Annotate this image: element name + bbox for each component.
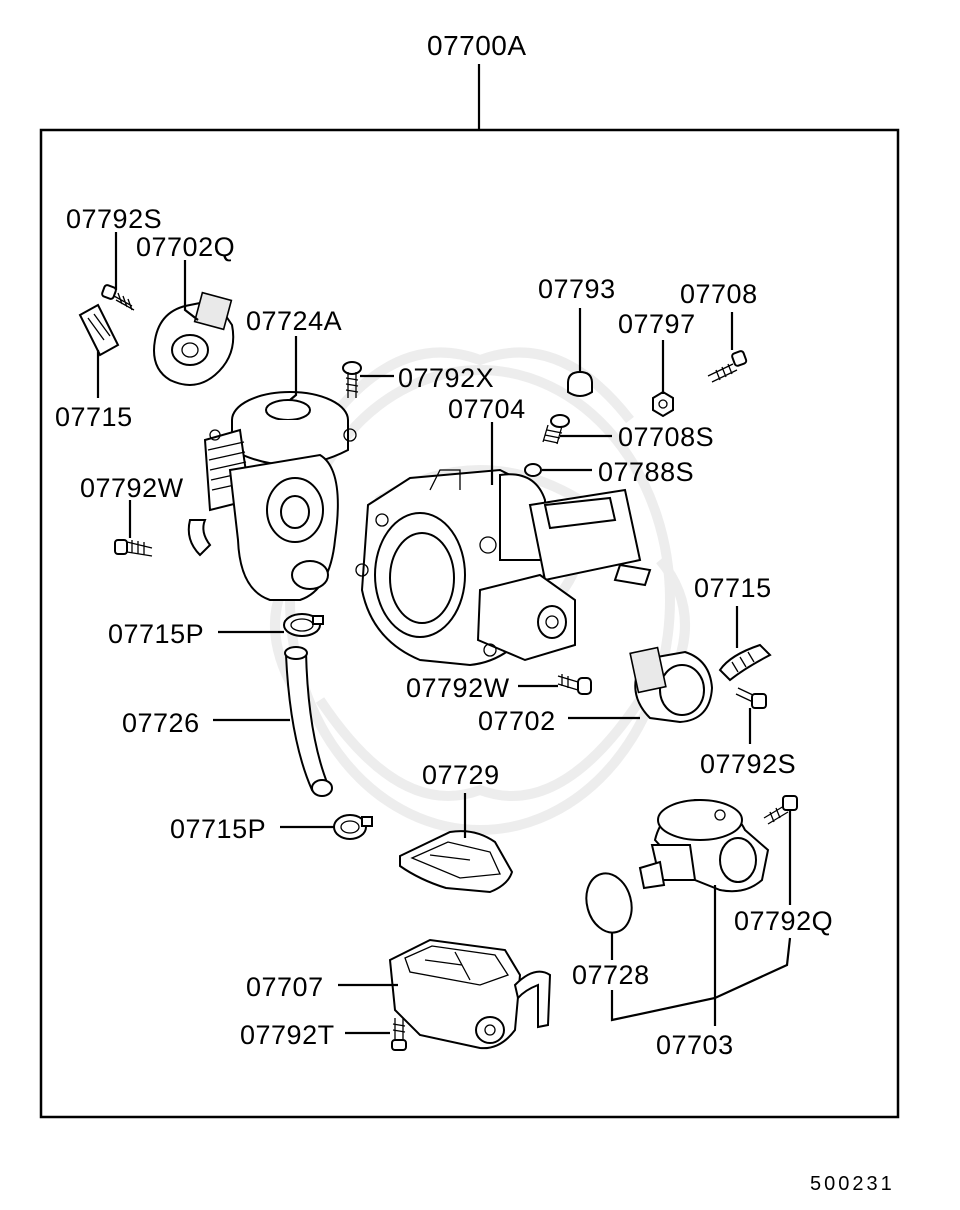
document-number: 500231 [810, 1173, 895, 1195]
callout-07715p-lower: 07715P [170, 814, 266, 844]
screw-07708 [707, 350, 748, 383]
callout-07715-right: 07715 [694, 573, 772, 603]
callout-07707: 07707 [246, 972, 324, 1002]
screw-07792x [342, 361, 362, 398]
screw-07792w-left [114, 539, 153, 557]
callout-07792w-left: 07792W [80, 473, 184, 503]
sensor-07702 [629, 646, 714, 724]
sensor-07702q [153, 291, 235, 386]
callout-07702q: 07702Q [136, 232, 235, 262]
callout-07792s-top: 07792S [66, 204, 162, 234]
assembly-part-number: 07700A [427, 30, 527, 61]
screw-07792s-top [101, 284, 135, 311]
screw-07708s [542, 414, 570, 445]
screw-07792q [763, 795, 798, 825]
callout-07788s: 07788S [598, 457, 694, 487]
callout-07792w-mid: 07792W [406, 673, 510, 703]
callout-07793: 07793 [538, 274, 616, 304]
hose-07726 [284, 646, 333, 797]
cap-07793 [567, 370, 593, 397]
callout-07792t: 07792T [240, 1020, 335, 1050]
callout-07726: 07726 [122, 708, 200, 738]
callout-07792x: 07792X [398, 363, 494, 393]
adapter-07707 [388, 938, 552, 1050]
callout-07702: 07702 [478, 706, 556, 736]
callout-07728: 07728 [572, 960, 650, 990]
screw-07792t [391, 1018, 407, 1051]
screw-07792s-right [735, 687, 767, 709]
callout-07704: 07704 [448, 394, 526, 424]
clamp-07715p-lower [333, 814, 373, 840]
callout-07797: 07797 [618, 309, 696, 339]
clip-07715-right [718, 643, 772, 682]
throttle-body-07724a [187, 391, 357, 601]
isc-motor-07703 [638, 798, 770, 893]
clamp-07715p-upper [283, 613, 324, 637]
callout-07724a: 07724A [246, 306, 342, 336]
throttle-body-07704 [355, 468, 652, 667]
clip-07715-left [78, 303, 120, 357]
leader-lines [96, 232, 792, 1035]
nut-07797 [652, 390, 674, 418]
callout-07715p-upper: 07715P [108, 619, 204, 649]
callout-07792q: 07792Q [734, 906, 833, 936]
gasket-07729 [399, 830, 514, 894]
callout-07708s: 07708S [618, 422, 714, 452]
oring-07728 [585, 872, 633, 934]
screw-07792w-mid [557, 674, 592, 695]
callout-07792s-right: 07792S [700, 749, 796, 779]
callout-07708: 07708 [680, 279, 758, 309]
callout-07703: 07703 [656, 1030, 734, 1060]
assembly-frame [39, 128, 900, 1119]
callout-07715-left: 07715 [55, 402, 133, 432]
oring-07788s [524, 463, 542, 477]
callout-07729: 07729 [422, 760, 500, 790]
